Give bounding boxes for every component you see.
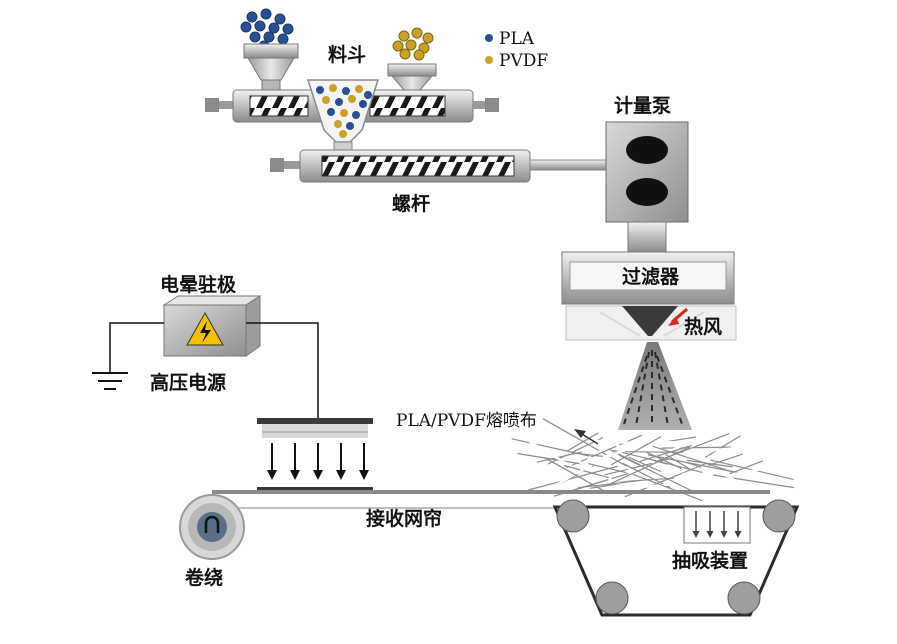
hot-air-label: 热风 [684, 315, 722, 338]
hopper-label: 料斗 [328, 43, 366, 66]
conveyor-label: 接收网帘 [366, 507, 442, 530]
lower-extruder [270, 150, 606, 182]
winding-label: 卷绕 [184, 566, 223, 589]
pla-hopper [244, 44, 298, 90]
pvdf-particles [393, 28, 433, 60]
filter-label: 过滤器 [622, 266, 680, 288]
metering-pump [606, 122, 688, 252]
suction-label: 抽吸装置 [672, 549, 748, 572]
legend-pla-label: PLA [499, 29, 535, 49]
legend-pvdf-swatch [485, 56, 493, 64]
ground-symbol-icon [92, 373, 128, 389]
metering-pump-label: 计量泵 [614, 95, 671, 117]
legend-pvdf-label: PVDF [499, 51, 548, 71]
legend-pla-swatch [485, 34, 493, 42]
charge-arrows [267, 443, 369, 480]
pvdf-hopper [388, 64, 436, 90]
screw-label: 螺杆 [392, 192, 430, 215]
corona-electrode [257, 418, 373, 438]
meltblown-fiber-web [512, 419, 795, 501]
suction-box [684, 507, 750, 543]
fiber-spray-cone [618, 342, 692, 430]
hv-source-label: 高压电源 [150, 371, 226, 394]
product-pointer-arrow [574, 429, 598, 444]
winding-roller [180, 495, 244, 559]
legend: PLA PVDF [485, 29, 548, 71]
product-label: PLA/PVDF熔喷布 [396, 411, 537, 431]
electret-label: 电晕驻极 [160, 273, 237, 296]
